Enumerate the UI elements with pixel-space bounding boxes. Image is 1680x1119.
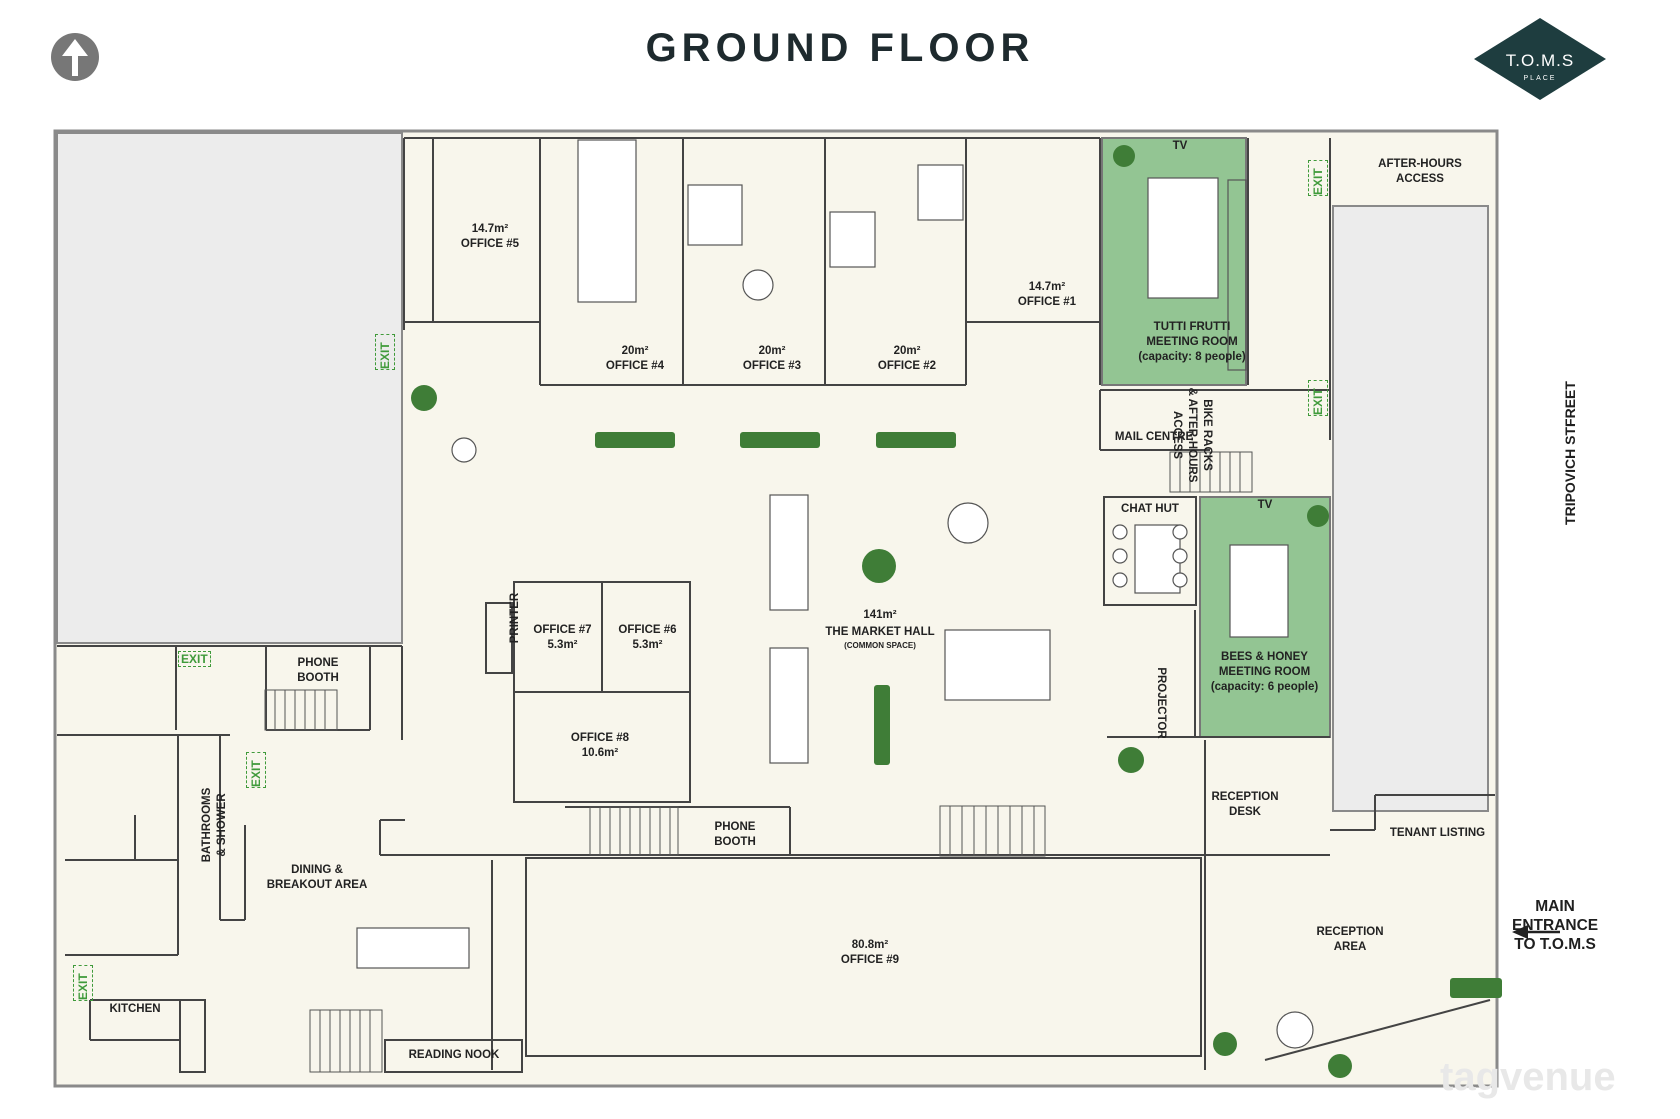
market-hall-sub: (COMMON SPACE) — [844, 641, 916, 650]
market-hall-area: 141m² — [863, 609, 897, 621]
watermark: tagvenue — [1440, 1055, 1616, 1099]
office-7-label: OFFICE #7 5.3m² — [533, 624, 592, 651]
plants — [411, 145, 1502, 1078]
exit-sign: EXIT — [178, 651, 211, 667]
mail-centre-label: MAIL CENTRE — [1114, 431, 1194, 443]
north-arrow-icon — [51, 33, 99, 81]
bees-honey-tv-label: TV — [1257, 499, 1273, 511]
exit-sign: EXIT — [1308, 380, 1328, 416]
tenant-listing-label: TENANT LISTING — [1389, 827, 1486, 839]
stairs — [264, 451, 1253, 1073]
office-9-label: 80.8m² OFFICE #9 — [840, 939, 900, 966]
entrance-arrow-icon — [1512, 925, 1560, 939]
office-1-label: 14.7m² OFFICE #1 — [1017, 281, 1077, 308]
furniture — [356, 139, 1289, 969]
chairs — [451, 269, 1314, 1049]
kitchen-label: KITCHEN — [109, 1003, 161, 1015]
walls — [57, 137, 1495, 1073]
office-4-label: 20m² OFFICE #4 — [605, 345, 665, 372]
svg-text:T.O.M.S: T.O.M.S — [1506, 51, 1574, 70]
market-hall-label: THE MARKET HALL — [825, 626, 935, 638]
exit-sign: EXIT — [375, 334, 395, 370]
grey-zone-right — [1332, 205, 1489, 812]
street-label: TRIPOVICH STFREET — [1562, 381, 1578, 525]
toms-place-logo: T.O.M.S PLACE — [1474, 18, 1606, 100]
phone-booth-1-label: PHONE BOOTH — [297, 657, 339, 684]
office-8-label: OFFICE #8 10.6m² — [570, 732, 630, 759]
bees-honey-label: BEES & HONEY MEETING ROOM (capacity: 6 p… — [1210, 651, 1319, 693]
office-6-label: OFFICE #6 5.3m² — [618, 624, 677, 651]
page-title: GROUND FLOOR — [645, 26, 1035, 70]
chat-hut-label: CHAT HUT — [1121, 503, 1179, 515]
office-2-label: 20m² OFFICE #2 — [877, 345, 937, 372]
main-entrance-label: MAIN ENTRANCE TO T.O.M.S — [1512, 898, 1599, 953]
exit-sign: EXIT — [1308, 160, 1328, 196]
exit-sign: EXIT — [246, 752, 266, 788]
tutti-frutti-tv-label: TV — [1172, 140, 1188, 152]
tutti-frutti-label: TUTTI FRUTTI MEETING ROOM (capacity: 8 p… — [1138, 321, 1246, 363]
grey-zone-left — [56, 132, 403, 644]
reception-desk-label: RECEPTION DESK — [1211, 791, 1279, 818]
bathrooms-label: BATHROOMS & SHOWER — [201, 787, 228, 863]
svg-text:PLACE: PLACE — [1524, 75, 1557, 82]
projector-label: PROJECTOR — [1155, 667, 1167, 739]
reception-area-label: RECEPTION AREA — [1316, 926, 1384, 953]
exit-sign: EXIT — [73, 965, 93, 1001]
phone-booth-2-label: PHONE BOOTH — [714, 821, 756, 848]
after-hours-label: AFTER-HOURS ACCESS — [1378, 158, 1462, 185]
reading-nook-label: READING NOOK — [408, 1049, 500, 1061]
office-5-label: 14.7m² OFFICE #5 — [460, 223, 520, 250]
office-3-label: 20m² OFFICE #3 — [742, 345, 802, 372]
dining-label: DINING & BREAKOUT AREA — [266, 864, 368, 891]
